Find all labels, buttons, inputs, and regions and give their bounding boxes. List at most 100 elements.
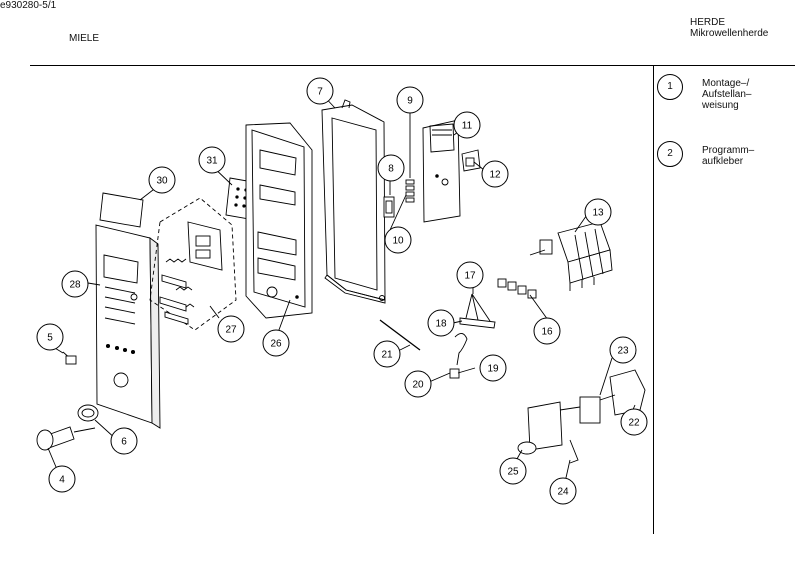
part-28-front-panel [95, 224, 161, 429]
callout-number: 16 [541, 327, 553, 338]
part-12-switch [461, 149, 481, 172]
callout-number: 22 [628, 418, 640, 429]
callout-number: 28 [69, 280, 81, 291]
callout-17: 17 [456, 261, 484, 289]
callout-number: 27 [225, 325, 237, 336]
legend-item-1: 1 Montage–/ Aufstellan– weisung [657, 70, 792, 120]
callout-number: 24 [557, 487, 569, 498]
callout-9: 9 [396, 86, 424, 114]
callout-circle [456, 261, 484, 289]
callout-18: 18 [427, 309, 455, 337]
callout-circle [61, 270, 89, 298]
part-27-keypad-group [149, 197, 237, 331]
callout-5: 5 [36, 323, 64, 351]
callout-22: 22 [620, 408, 648, 436]
callout-28: 28 [61, 270, 89, 298]
callout-circle [481, 160, 509, 188]
callout-circle [499, 457, 527, 485]
part-16-connectors [497, 278, 537, 299]
callout-circle [479, 354, 507, 382]
callout-circle [620, 408, 648, 436]
legend-number: 2 [657, 141, 683, 167]
callout-circle [584, 198, 612, 226]
callout-circle [110, 427, 138, 455]
callout-number: 25 [507, 467, 519, 478]
callout-number: 13 [592, 208, 604, 219]
callout-number: 23 [617, 346, 629, 357]
part-26-inner-frame [245, 122, 313, 319]
callout-number: 20 [412, 380, 424, 391]
callout-number: 10 [392, 236, 404, 247]
part-7-metal-frame [321, 99, 386, 304]
callout-number: 11 [462, 121, 473, 132]
callout-21: 21 [373, 340, 401, 368]
callout-number: 4 [59, 475, 65, 486]
callout-24: 24 [549, 477, 577, 505]
callout-12: 12 [481, 160, 509, 188]
part-11-circuit-board [422, 119, 461, 223]
callout-8: 8 [377, 154, 405, 182]
callout-circle [453, 111, 481, 139]
part-6-ring [77, 404, 99, 422]
part-19-20-lamp [449, 333, 468, 379]
brand-label: MIELE [69, 33, 100, 44]
part-30-label [99, 192, 144, 228]
callout-6: 6 [110, 427, 138, 455]
header-divider [30, 65, 795, 66]
legend-item-2: 2 Programm– aufkleber [657, 137, 792, 187]
callout-circle [198, 146, 226, 174]
callout-25: 25 [499, 457, 527, 485]
callouts: 4 5 6 7 8 9 10 11 12 13 16 17 18 19 20 21 22 23 24 25 26 27 28… [36, 77, 648, 505]
callout-number: 8 [388, 164, 394, 175]
callout-4: 4 [48, 465, 76, 493]
part-5-screw [62, 351, 77, 365]
callout-circle [404, 370, 432, 398]
callout-23: 23 [609, 336, 637, 364]
callout-circle [384, 226, 412, 254]
part-21-wire [379, 319, 421, 351]
callout-circle [533, 317, 561, 345]
legend-number: 1 [657, 74, 683, 100]
callout-11: 11 [453, 111, 481, 139]
callout-circle [306, 77, 334, 105]
exploded-parts-diagram [36, 91, 646, 492]
callout-circle [609, 336, 637, 364]
callout-number: 12 [489, 170, 501, 181]
callout-circle [148, 166, 176, 194]
part-9-10-spring [405, 115, 415, 203]
callout-number: 26 [270, 339, 282, 350]
part-8-clip [383, 196, 395, 218]
part-13-relay-block [529, 221, 613, 291]
callout-circle [48, 465, 76, 493]
callout-30: 30 [148, 166, 176, 194]
callout-31: 31 [198, 146, 226, 174]
callout-circle [377, 154, 405, 182]
callout-circle [217, 315, 245, 343]
callout-number: 19 [487, 364, 499, 375]
callout-circle [262, 329, 290, 357]
callout-number: 5 [47, 333, 53, 344]
callout-layer: 4 5 6 7 8 9 10 11 12 13 16 17 18 19 20 21 22 23 24 25 26 27 28… [36, 77, 648, 505]
subcategory-label: Mikrowellenherde [690, 28, 769, 39]
callout-26: 26 [262, 329, 290, 357]
callout-10: 10 [384, 226, 412, 254]
callout-16: 16 [533, 317, 561, 345]
legend-divider [653, 66, 654, 534]
callout-number: 31 [206, 156, 218, 167]
callout-13: 13 [584, 198, 612, 226]
callout-number: 30 [156, 176, 168, 187]
callout-circle [427, 309, 455, 337]
legend-text: Montage–/ Aufstellan– weisung [702, 78, 752, 111]
callout-circle [396, 86, 424, 114]
part-22-23-door-switch [559, 369, 646, 424]
callout-7: 7 [306, 77, 334, 105]
part-17-18-contacts [459, 293, 496, 329]
part-24-25-latch [517, 401, 579, 464]
part-4-knob [36, 426, 96, 451]
callout-number: 18 [435, 319, 447, 330]
callout-number: 7 [317, 87, 323, 98]
callout-20: 20 [404, 370, 432, 398]
legend-text: Programm– aufkleber [702, 145, 755, 167]
callout-19: 19 [479, 354, 507, 382]
callout-number: 21 [381, 350, 393, 361]
